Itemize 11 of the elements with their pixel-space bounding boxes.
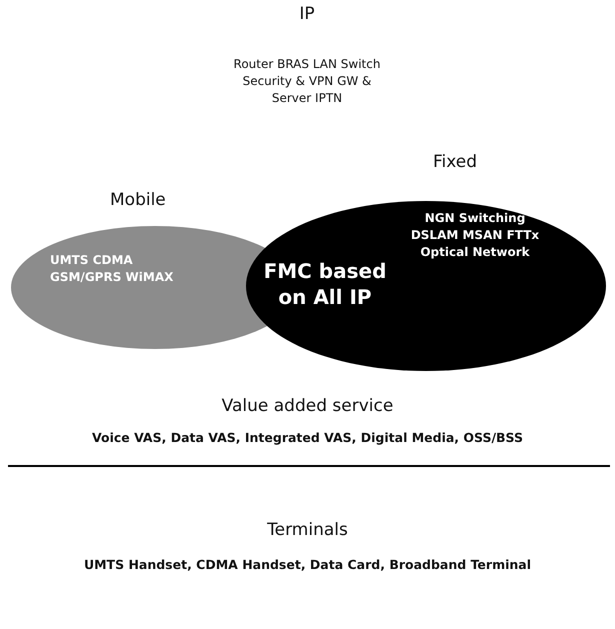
category-heading: Fixed — [433, 152, 478, 172]
category-heading: Mobile — [110, 190, 166, 210]
section-heading: Terminals — [266, 520, 349, 540]
section-heading: Value added service — [220, 396, 394, 416]
overlap-label: FMC based on All IP — [262, 258, 388, 310]
network-heading: IP — [298, 4, 316, 24]
terminal-list: UMTS Handset, CDMA Handset, Data Card, Broadband Terminal — [0, 557, 615, 572]
technology-list: UMTS CDMA GSM/GPRS WiMAX — [50, 252, 200, 286]
technology-list: NGN Switching DSLAM MSAN FTTx Optical Network — [400, 210, 550, 261]
service-list: Voice VAS, Data VAS, Integrated VAS, Digital Media, OSS/BSS — [0, 430, 615, 445]
product-list: Router BRAS LAN Switch Security & VPN GW & Server IPTN — [227, 56, 387, 107]
